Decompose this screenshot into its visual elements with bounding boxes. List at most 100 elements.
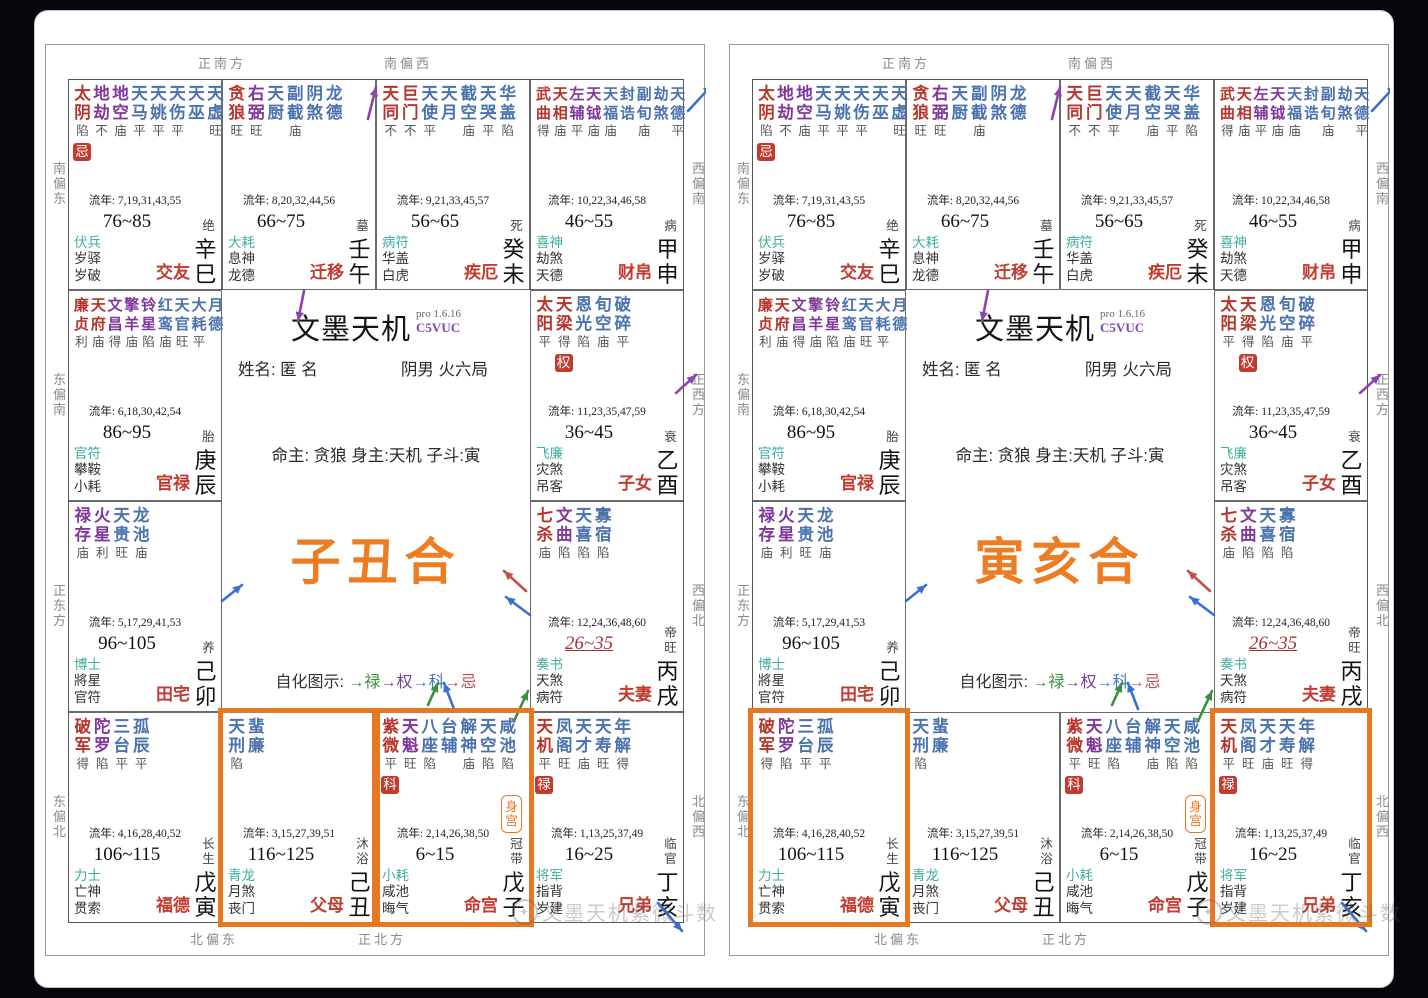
star-廉贞: 廉贞利	[73, 297, 89, 349]
changsheng-stage: 墓	[1040, 218, 1053, 233]
palace-巳[interactable]: 太阴陷地劫不地空庙天马平天姚平天伤平天巫 天虚旺忌流年: 7,19,31,43,…	[752, 79, 909, 290]
palace-巳[interactable]: 太阴陷地劫不地空庙天马平天姚平天伤平天巫 天虚旺忌流年: 7,19,31,43,…	[68, 79, 224, 290]
star-list: 廉贞利天府庙文昌得擎羊庙铃星陷红鸾庙天官旺大耗平月德	[73, 296, 224, 350]
star-右弼: 右弼旺	[248, 85, 265, 138]
star-孤辰: 孤辰平	[817, 718, 834, 771]
star-天姚: 天姚平	[150, 85, 167, 138]
palace-name: 子女	[618, 474, 652, 493]
star-左辅: 左辅平	[569, 86, 585, 138]
changsheng-stage: 临官	[664, 837, 677, 866]
star-天福: 天福庙	[1287, 86, 1303, 138]
palace-辰[interactable]: 廉贞利天府庙文昌得擎羊庙铃星陷红鸾庙天官旺大耗平月德 流年: 6,18,30,4…	[752, 290, 908, 501]
star-天府: 天府庙	[774, 297, 790, 349]
star-铃星: 铃星陷	[141, 297, 157, 349]
star-火星: 火星利	[778, 507, 795, 560]
zihua-item: →权	[380, 674, 413, 691]
palace-辰[interactable]: 廉贞利天府庙文昌得擎羊庙铃星陷红鸾庙天官旺大耗平月德 流年: 6,18,30,4…	[68, 290, 224, 501]
stem-branch: 己丑	[348, 870, 371, 920]
star-天使: 天使平	[421, 85, 439, 138]
direction-label: 正东方	[51, 583, 66, 629]
zihua-label: 自化图示:	[959, 674, 1033, 691]
palace-name: 官禄	[156, 474, 190, 493]
palace-name: 福德	[156, 896, 190, 915]
app-title: 文墨天机	[291, 314, 412, 346]
palace-申[interactable]: 武曲得天相庙左辅平天钺庙天福庙封诰 副旬庙劫煞 天德平流年: 10,22,34,…	[1214, 79, 1369, 290]
palace-申[interactable]: 武曲得天相庙左辅平天钺庙天福庙封诰 副旬庙劫煞 天德平流年: 10,22,34,…	[530, 79, 686, 290]
palace-name: 兄弟	[1302, 896, 1336, 915]
star-三台: 三台平	[113, 718, 131, 771]
star-天贵: 天贵旺	[797, 507, 815, 560]
star-阴煞: 阴煞	[306, 85, 324, 122]
star-陀罗: 陀罗陷	[778, 718, 795, 771]
changsheng-stage: 胎	[202, 429, 215, 444]
direction-label: 正北方	[357, 932, 407, 947]
star-天喜: 天喜陷	[1259, 507, 1277, 560]
stem-branch: 乙酉	[656, 448, 679, 498]
zihua-item: →科	[412, 674, 445, 691]
center-highlight-text: 子丑合	[290, 534, 462, 590]
stem-branch: 壬午	[1032, 237, 1055, 287]
direction-label: 西偏南	[1374, 161, 1389, 207]
star-蜚廉: 蜚廉	[932, 718, 949, 755]
profile-gender: 阴男 火六局	[400, 361, 488, 379]
version-code: C5VUC	[1100, 320, 1145, 335]
gods-list: 官符攀鞍小耗	[74, 445, 101, 494]
star-铃星: 铃星陷	[825, 297, 841, 349]
sihua-badge-科: 科	[1065, 776, 1083, 794]
body-palace-badge: 身宫	[501, 795, 522, 833]
palace-name: 夫妻	[1302, 685, 1336, 704]
star-list: 破军得陀罗陷三台平孤辰平	[757, 718, 835, 772]
star-list: 武曲得天相庙左辅平天钺庙天福庙封诰 副旬庙劫煞 天德平	[535, 85, 686, 139]
star-月德: 月德	[892, 297, 908, 333]
page-card: 太阴陷地劫不地空庙天马平天姚平天伤平天巫 天虚旺忌流年: 7,19,31,43,…	[34, 10, 1400, 988]
star-天空: 天空陷	[480, 718, 497, 771]
decade-range: 86~95	[102, 422, 152, 443]
star-list: 天刑陷蜚廉	[227, 718, 266, 772]
star-咸池: 咸池陷	[499, 718, 517, 771]
stem-branch: 癸未	[502, 237, 525, 287]
gods-list: 将军指背岁建	[1220, 867, 1247, 916]
sihua-badge-禄: 禄	[1219, 776, 1237, 794]
palace-子[interactable]: 紫微平天魁旺八座陷台辅 解神庙天空陷咸池陷科身宫流年: 2,14,26,38,5…	[1060, 712, 1214, 923]
star-天巫: 天巫	[872, 85, 889, 122]
liunian-years: 流年: 7,19,31,43,55	[88, 195, 182, 207]
star-紫微: 紫微平	[1066, 718, 1084, 771]
decade-range: 116~125	[931, 844, 999, 865]
app-title: 文墨天机	[975, 314, 1096, 346]
zihua-item: →禄	[348, 674, 381, 691]
star-list: 天机平凤阁旺天才庙天寿旺年解得	[1219, 718, 1317, 772]
liunian-years: 流年: 1,13,25,37,49	[1234, 828, 1328, 840]
decade-range: 66~75	[940, 211, 990, 232]
decade-range: 56~65	[410, 211, 460, 232]
star-紫微: 紫微平	[382, 718, 400, 771]
changsheng-stage: 墓	[356, 218, 369, 233]
star-地空: 地空庙	[112, 85, 129, 138]
star-寡宿: 寡宿陷	[1279, 507, 1296, 560]
star-红鸾: 红鸾庙	[157, 297, 173, 349]
palace-子[interactable]: 紫微平天魁旺八座陷台辅 解神庙天空陷咸池陷科身宫流年: 2,14,26,38,5…	[376, 712, 530, 923]
star-list: 太阴陷地劫不地空庙天马平天姚平天伤平天巫 天虚旺	[757, 85, 909, 139]
gods-list: 飞廉灾煞吊客	[1220, 445, 1247, 494]
star-旬空: 旬空庙	[1279, 296, 1296, 349]
star-龙池: 龙池庙	[133, 507, 150, 560]
star-天寿: 天寿旺	[1279, 718, 1296, 771]
star-龙德: 龙德	[326, 85, 343, 122]
star-天姚: 天姚平	[834, 85, 851, 138]
